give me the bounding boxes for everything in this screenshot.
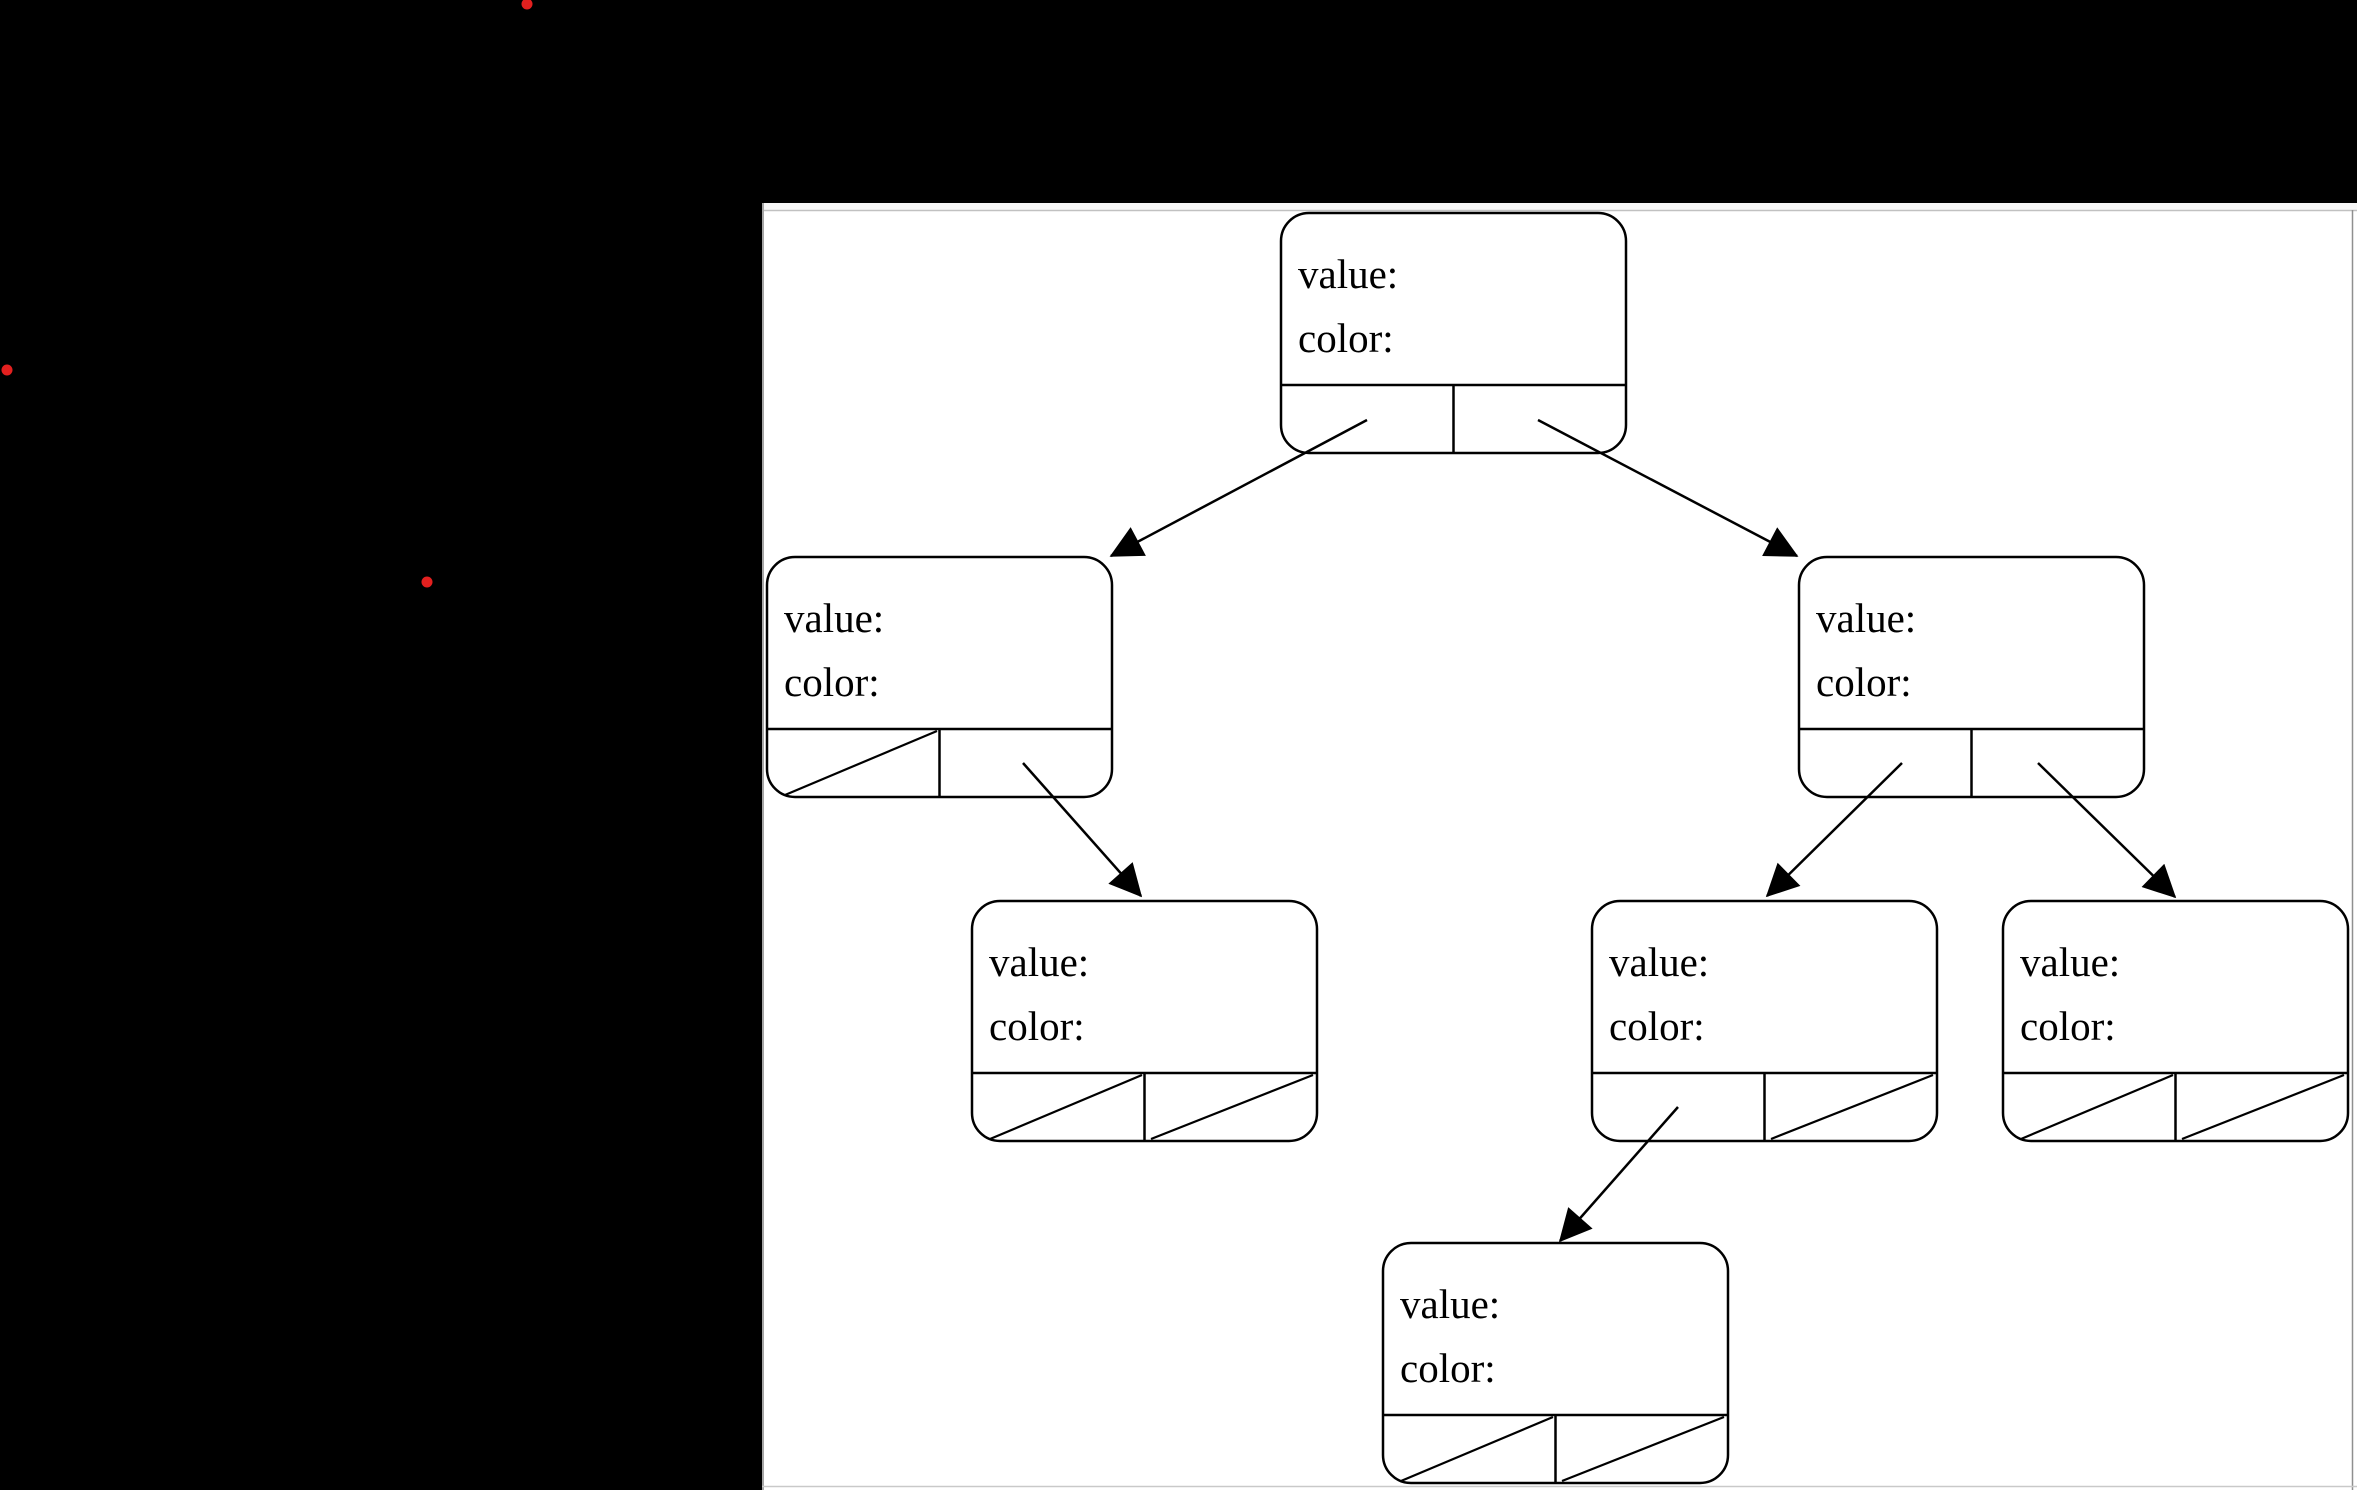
color-label: color: <box>1400 1345 1496 1391</box>
value-label: value: <box>1816 595 1916 641</box>
edge-right-child-left-arrow <box>1765 762 1903 898</box>
null-pointer-slash-left <box>2020 1073 2174 1141</box>
null-pointer-slash-right <box>1150 1073 1314 1141</box>
tree-node-right-child: value: color: <box>1797 555 2146 799</box>
tree-node-left-child: value: color: <box>765 555 1114 799</box>
tree-node-right-left-grandchild: value: color: <box>1590 899 1939 1143</box>
edge-right-child-right-arrow <box>2037 762 2177 899</box>
color-label: color: <box>2020 1003 2116 1049</box>
value-label: value: <box>1400 1281 1500 1327</box>
edge-left-child-right-arrow <box>1022 762 1143 898</box>
value-label: value: <box>1298 251 1398 297</box>
tree-node-right-right-grandchild: value: color: <box>2001 899 2350 1143</box>
red-dot-markers <box>1 0 533 588</box>
value-label: value: <box>2020 939 2120 985</box>
null-pointer-slash-left <box>784 729 938 797</box>
null-pointer-slash-right <box>2181 1073 2345 1141</box>
red-dot-middle <box>421 576 433 588</box>
null-pointer-slash-left <box>1400 1415 1554 1483</box>
color-label: color: <box>784 659 880 705</box>
null-pointer-slash-right <box>1561 1415 1725 1483</box>
tree-node-great-grandchild: value: color: <box>1381 1241 1730 1485</box>
value-label: value: <box>784 595 884 641</box>
edge-root-left-arrow <box>1109 418 1368 558</box>
panel-top-strip <box>762 203 2357 210</box>
value-label: value: <box>989 939 1089 985</box>
color-label: color: <box>1609 1003 1705 1049</box>
color-label: color: <box>1816 659 1912 705</box>
red-dot-left <box>1 364 13 376</box>
tree-edges <box>1022 418 2177 1243</box>
tree-node-root: value: color: <box>1279 211 1628 455</box>
edge-root-right-arrow <box>1537 418 1799 558</box>
red-dot-top <box>521 0 533 10</box>
color-label: color: <box>989 1003 1085 1049</box>
color-label: color: <box>1298 315 1394 361</box>
null-pointer-slash-right <box>1770 1073 1934 1141</box>
tree-node-left-right-grandchild: value: color: <box>970 899 1319 1143</box>
value-label: value: <box>1609 939 1709 985</box>
null-pointer-slash-left <box>989 1073 1143 1141</box>
edge-grandchild-left-arrow <box>1558 1106 1679 1243</box>
